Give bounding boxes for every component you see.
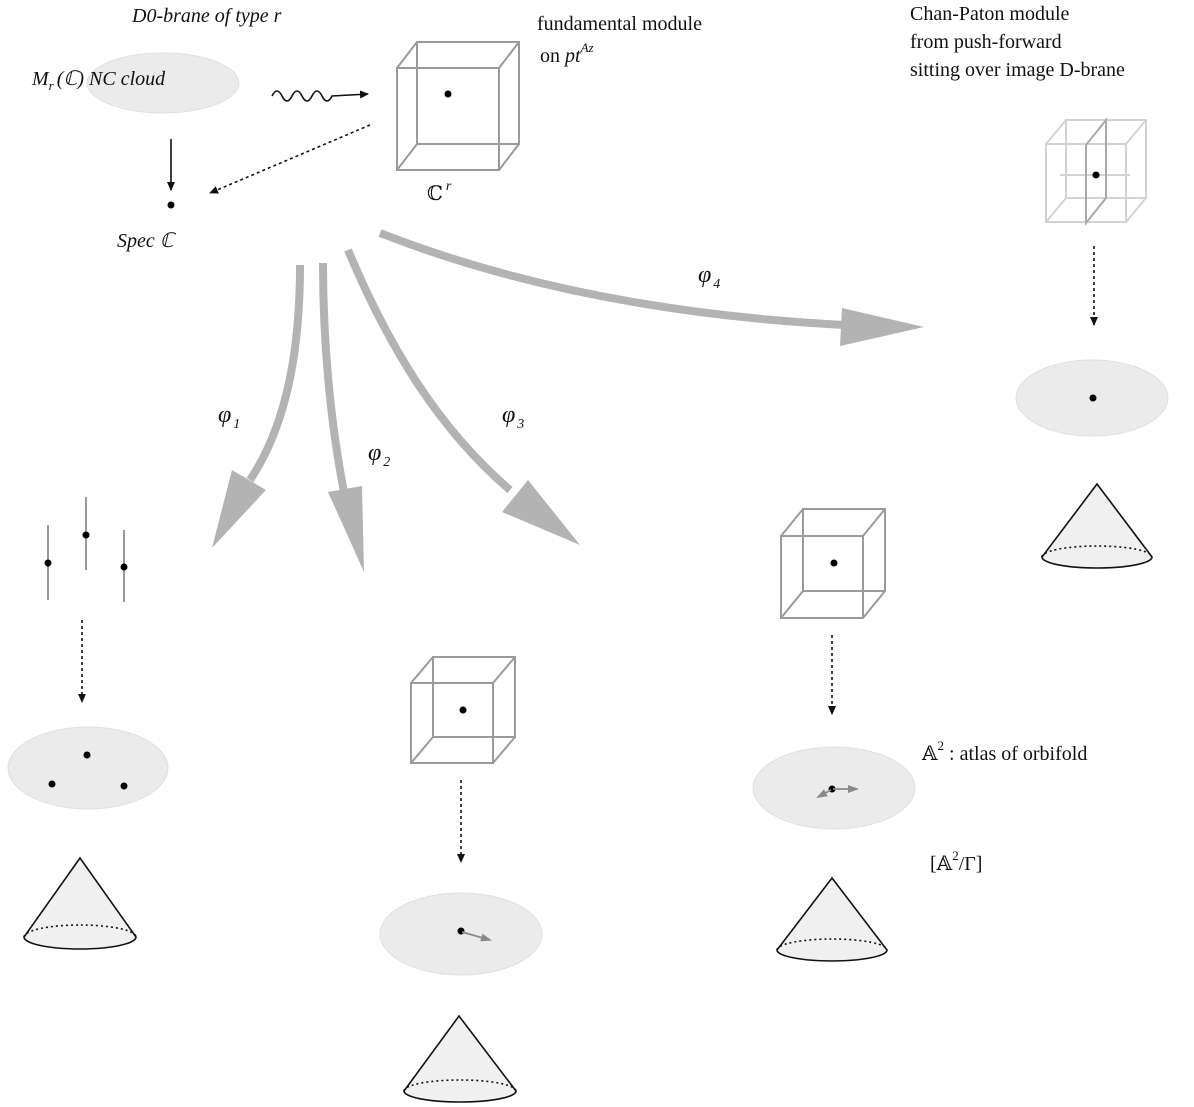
disk-1-point-c: [120, 782, 128, 790]
cube-phi3: [780, 508, 886, 619]
spec-point: [167, 201, 175, 209]
nc-cloud: [86, 52, 240, 114]
map-arrow-phi4: [378, 229, 924, 346]
disk-1-point-a: [83, 751, 91, 759]
chan-paton-line1: Chan-Paton module: [910, 3, 1070, 25]
orbifold-label: [𝔸2/Γ]: [930, 848, 982, 875]
atlas-label: 𝔸2 : atlas of orbifold: [921, 738, 1087, 765]
d0-brane-label: D0-brane of type r: [131, 5, 282, 27]
disk-1: [7, 726, 169, 810]
fundamental-module-cube: [396, 41, 520, 171]
map-arrow-phi3: [344, 248, 580, 545]
cube-phi2: [410, 656, 516, 764]
tangent-arrow-2: [461, 931, 492, 942]
fundamental-module-on-label: on ptAz: [540, 40, 594, 67]
three-segments: [44, 497, 128, 602]
chan-paton-line3: sitting over image D-brane: [910, 59, 1125, 81]
tangent-arrow-3b: [816, 789, 832, 798]
cone-2: [403, 1014, 517, 1103]
spec-label: Spec ℂ: [117, 230, 177, 252]
chan-paton-cube: [1045, 117, 1147, 226]
nc-cloud-label: Mr(ℂ) NC cloud: [31, 68, 166, 93]
cone-1: [23, 856, 137, 950]
map-arrow-phi1: [212, 264, 304, 548]
cone-4: [1041, 482, 1153, 569]
cone-3: [776, 876, 888, 962]
fundamental-module-label: fundamental module: [537, 13, 702, 35]
disk-4-point: [1089, 394, 1097, 402]
disk-1-point-b: [48, 780, 56, 788]
map-arrow-phi2: [319, 262, 364, 572]
chan-paton-line2: from push-forward: [910, 31, 1062, 53]
disk-2-point: [457, 927, 465, 935]
squiggle-arrow: [271, 90, 369, 102]
dashed-arrow-to-spec: [209, 124, 371, 194]
